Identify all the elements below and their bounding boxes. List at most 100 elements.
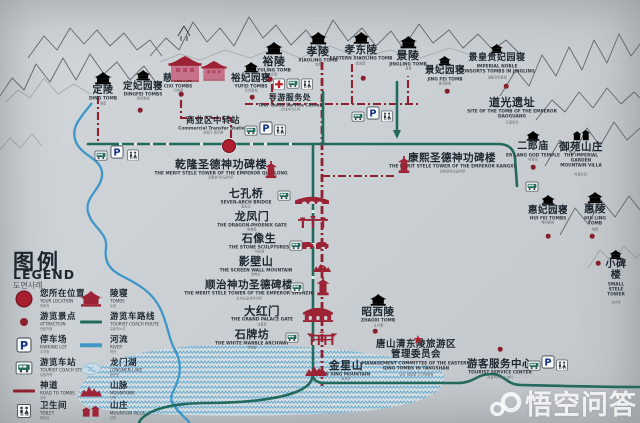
your-location-marker	[222, 139, 236, 153]
tower-icon	[316, 277, 331, 300]
legend-label-en: YOUR LOCATION	[40, 298, 74, 304]
villa-glyph	[82, 405, 101, 417]
bus-stop-icon	[245, 121, 258, 140]
bus-glyph	[16, 361, 33, 374]
tower-glyph	[397, 156, 411, 174]
attraction-dot	[360, 75, 366, 81]
legend-label-en: MOUNTAIN VILLA	[110, 410, 145, 416]
mountain-glyph	[80, 386, 102, 397]
legend-label: 龙门湖	[110, 358, 138, 368]
legend-icon-river-line	[80, 343, 102, 347]
legend-label: 游览车站	[40, 358, 77, 368]
tower-glyph	[316, 277, 331, 296]
attraction-dot	[503, 83, 509, 89]
mountain-glyph	[305, 365, 327, 376]
bus-stop-icon	[95, 146, 108, 165]
bus-stop-icon-glyph	[95, 150, 108, 160]
mountain-icon	[313, 257, 331, 276]
legend-label-ko: 유람차노선	[110, 327, 126, 332]
bus-stop-icon-glyph	[352, 111, 365, 121]
legend-label: 山庄	[110, 401, 129, 411]
legend-icon-villa	[82, 405, 101, 417]
legend-label-en: RIVER	[110, 344, 123, 350]
lake-glyph	[80, 361, 102, 376]
attraction-dot	[589, 233, 595, 239]
legend-label: 停车场	[40, 335, 68, 345]
route-arrow-icon	[393, 130, 401, 139]
star-glyph	[414, 335, 423, 344]
attraction-dot	[595, 260, 601, 266]
parking-glyph	[17, 338, 32, 353]
toilet-icon	[301, 75, 313, 94]
mountain-sketch	[0, 16, 640, 269]
bus-stop-icon-glyph	[286, 332, 299, 342]
star-icon	[414, 329, 423, 348]
legend-title: 图例	[13, 250, 61, 274]
legend-title-ko: 도면사례	[13, 281, 43, 290]
archway-icon	[307, 330, 337, 349]
legend-label-en: TOMBS	[110, 298, 125, 304]
legend-label-en: LONGMEN LAKE	[110, 367, 143, 373]
legend-label: 河流	[110, 335, 129, 345]
legend-label-ko: 산장	[110, 416, 117, 421]
bridge-icon	[295, 189, 329, 208]
wukong-logo-icon	[488, 386, 522, 420]
parking-icon-glyph	[260, 122, 273, 135]
attraction-dot	[545, 233, 551, 239]
legend-label-en: MOUNTAINS	[110, 390, 135, 396]
legend-label-en: TOILET	[40, 410, 55, 416]
parking-icon	[260, 120, 273, 139]
legend-icon-toilet	[17, 404, 31, 418]
bus-stop-icon	[526, 177, 539, 196]
bus-stop-icon-glyph	[526, 181, 539, 191]
legend-label-en: ROAD TO TOMBS	[40, 390, 75, 396]
legend-label-ko: 하천	[110, 350, 117, 355]
watermark-text: 悟空问答	[525, 390, 637, 421]
legend-label: 陵寝	[110, 289, 129, 299]
bus-stop-icon	[352, 107, 365, 126]
toilet-icon-glyph	[127, 149, 139, 161]
tomb-glyph	[79, 291, 103, 307]
bus-stop-icon	[286, 328, 299, 347]
legend-label: 山脉	[110, 381, 129, 391]
grandgate-glyph	[302, 306, 334, 322]
toilet-glyph	[17, 404, 31, 418]
bus-stop-icon-glyph	[278, 190, 291, 200]
legend-icon-mountain	[80, 386, 102, 397]
attraction-dot	[267, 76, 273, 82]
attraction-dot	[372, 328, 378, 334]
legend-label-ko: 관람지점	[40, 327, 53, 332]
river-path	[73, 102, 191, 423]
legend-label-en: ATTRACTION	[40, 321, 66, 327]
toilet-icon	[127, 146, 139, 165]
toilet-icon-glyph	[381, 110, 393, 122]
legend-label-en: PARKING LOT	[40, 344, 68, 350]
attraction-dot	[249, 94, 255, 100]
legend-icon-tomb	[79, 291, 103, 307]
bus-stop-icon	[290, 236, 303, 255]
tower-glyph	[264, 161, 278, 179]
complex-icon	[168, 56, 202, 86]
legend-label: 神道	[40, 381, 59, 391]
first-aid-icon-glyph	[273, 78, 285, 90]
legend-icon-lake	[80, 361, 102, 376]
legend-icon-road-line	[13, 389, 35, 393]
mountain-icon	[305, 361, 327, 380]
parking-icon-glyph	[542, 356, 555, 369]
legend-label: 卫生间	[40, 401, 68, 411]
parking-icon	[367, 105, 380, 124]
watermark: 悟空问答	[488, 383, 637, 422]
toilet-icon	[274, 121, 286, 140]
bus-stop-icon	[287, 74, 300, 93]
attraction-dot	[497, 346, 503, 352]
bus-stop-icon-glyph	[528, 360, 541, 370]
